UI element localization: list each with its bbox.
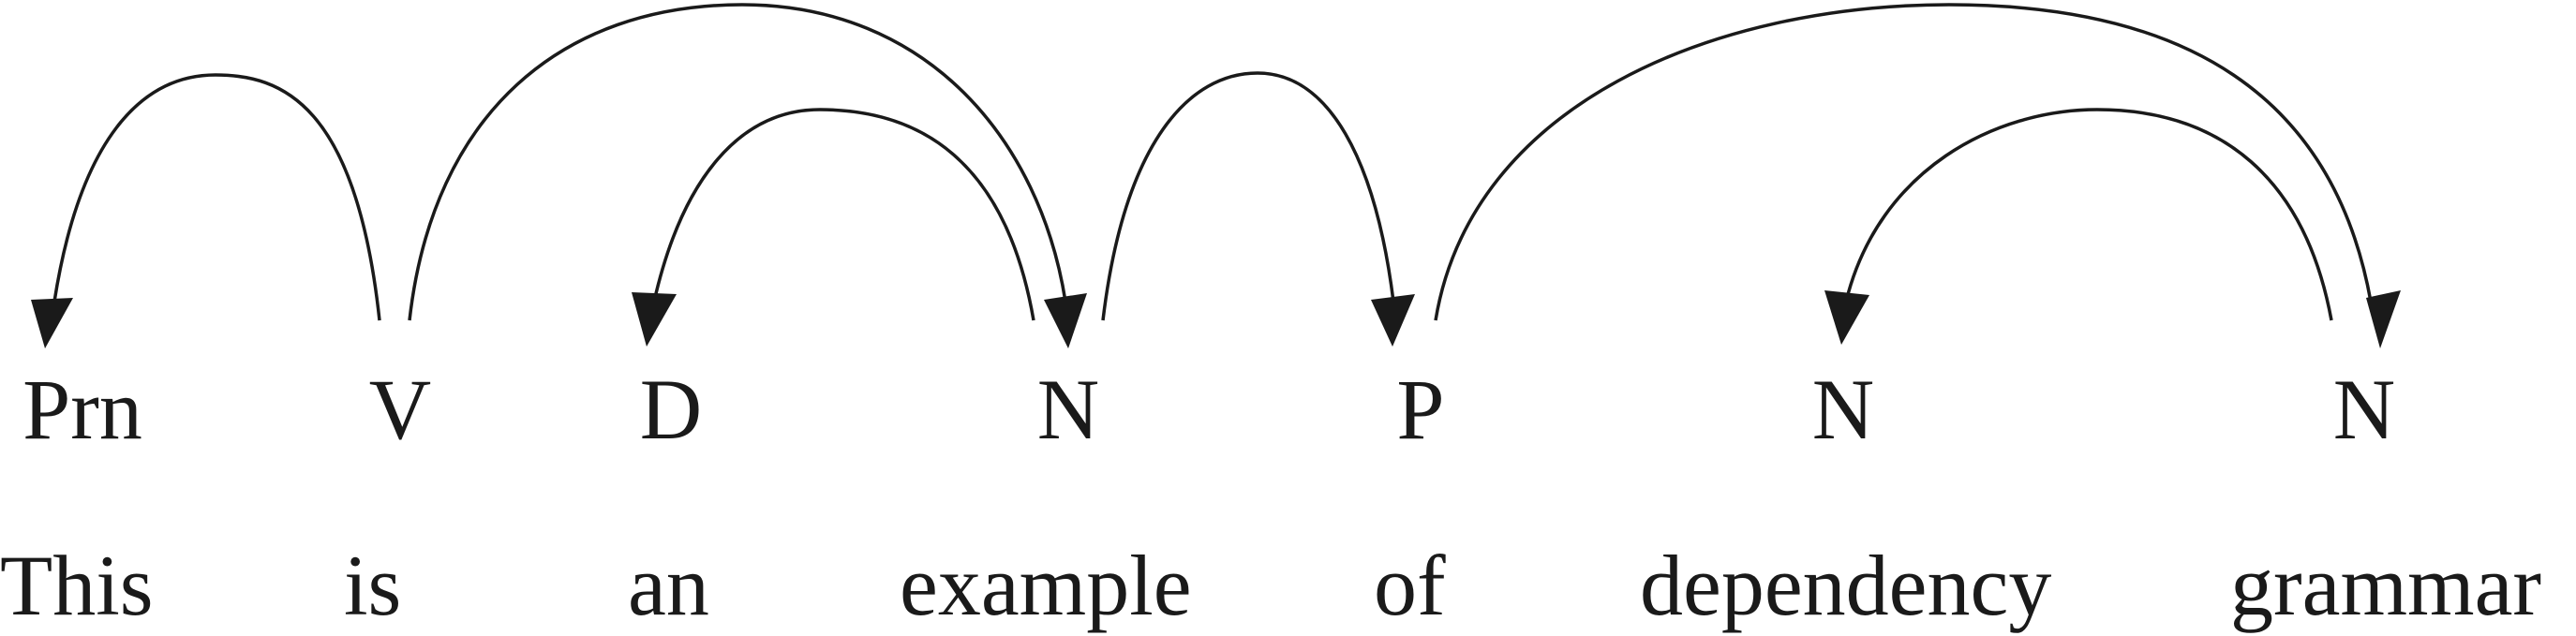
arrowhead-of <box>1371 294 1415 347</box>
arrowhead-dependency <box>1824 290 1869 345</box>
arrowhead-grammar <box>2366 290 2401 348</box>
word-row: This is an example of dependency grammar <box>0 538 2541 633</box>
dependency-arcs <box>31 3 2401 348</box>
arrowhead-an <box>632 292 677 347</box>
word: example <box>900 538 1192 633</box>
pos-tag: D <box>640 362 702 457</box>
pos-tag: N <box>2333 362 2395 457</box>
pos-tag-row: Prn V D N P N N <box>22 362 2395 457</box>
arc-is-to-example <box>408 3 1067 321</box>
word: grammar <box>2230 538 2541 633</box>
arc-example-to-of <box>1101 71 1395 321</box>
word: is <box>344 538 401 633</box>
arc-is-to-this <box>52 73 381 321</box>
arc-grammar-to-dependency <box>1844 108 2333 321</box>
pos-tag: N <box>1037 362 1099 457</box>
pos-tag: P <box>1396 362 1444 457</box>
word: an <box>628 538 709 633</box>
word: This <box>0 538 154 633</box>
pos-tag: Prn <box>22 362 142 457</box>
word: of <box>1374 538 1446 633</box>
arrowhead-this <box>31 298 73 348</box>
pos-tag: V <box>369 362 431 457</box>
arrowhead-example-from-is <box>1044 293 1087 348</box>
pos-tag: N <box>1812 362 1874 457</box>
arc-of-to-grammar <box>1434 3 2373 321</box>
arc-example-to-an <box>652 108 1035 321</box>
word: dependency <box>1640 538 2051 633</box>
